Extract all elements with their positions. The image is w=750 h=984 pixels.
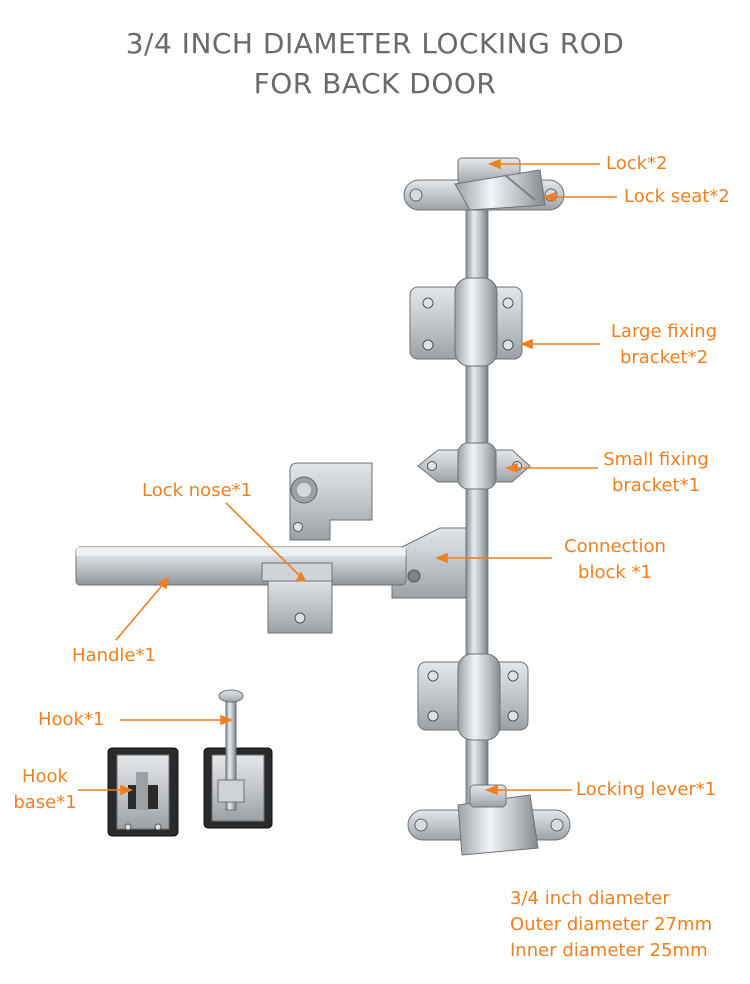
large-fixing-bracket-lower bbox=[417, 653, 529, 741]
label-small-bracket-line-2: bracket*1 bbox=[611, 475, 701, 496]
label-lock-seat: Lock seat*2 bbox=[624, 186, 730, 207]
lock-nose bbox=[289, 462, 373, 541]
label-connection-block-line-1: Connection bbox=[564, 536, 666, 557]
label-hook: Hook*1 bbox=[38, 709, 105, 730]
large-fixing-bracket-upper bbox=[409, 277, 523, 367]
spec-line-3: Inner diameter 25mm bbox=[510, 940, 708, 961]
label-lock: Lock*2 bbox=[606, 153, 668, 174]
page-title-line-2: FOR BACK DOOR bbox=[253, 67, 497, 100]
small-fixing-bracket bbox=[417, 442, 531, 490]
label-hook-base-line-2: base*1 bbox=[13, 792, 77, 813]
label-large-bracket-line-1: Large fixing bbox=[610, 321, 718, 342]
page-title-line-1: 3/4 INCH DIAMETER LOCKING ROD bbox=[125, 27, 625, 60]
label-handle: Handle*1 bbox=[72, 645, 156, 666]
leader-lines bbox=[78, 158, 617, 796]
bottom-lock bbox=[457, 784, 539, 856]
label-locking-lever: Locking lever*1 bbox=[576, 779, 717, 800]
label-hook-base-line-1: Hook bbox=[22, 766, 68, 787]
handle bbox=[75, 546, 407, 586]
spec-line-1: 3/4 inch diameter bbox=[510, 888, 670, 909]
label-lock-nose: Lock nose*1 bbox=[142, 480, 253, 501]
hook-right bbox=[203, 689, 273, 829]
label-small-bracket-line-1: Small fixing bbox=[603, 449, 709, 470]
label-connection-block-line-2: block *1 bbox=[578, 562, 652, 583]
label-large-bracket-line-2: bracket*2 bbox=[619, 347, 709, 368]
hook-base-left bbox=[107, 747, 179, 837]
spec-line-2: Outer diameter 27mm bbox=[510, 914, 713, 935]
connection-block bbox=[391, 527, 467, 599]
